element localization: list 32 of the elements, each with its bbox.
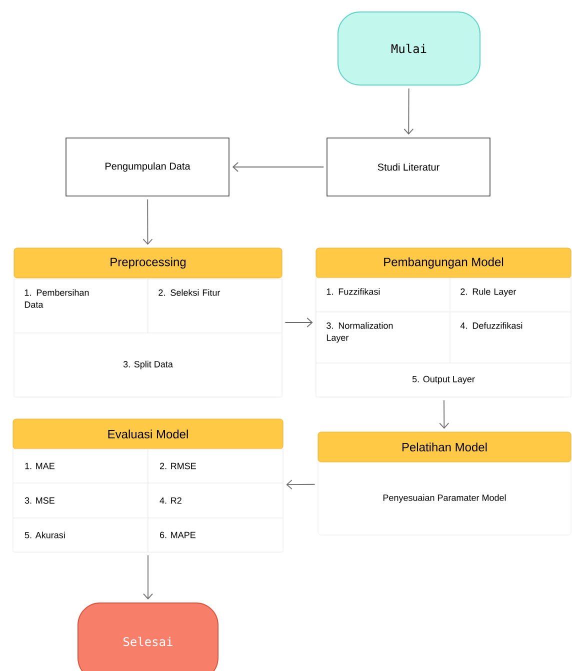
section-header: Pembangungan Model xyxy=(384,257,504,269)
start-terminal: Mulai xyxy=(338,12,480,86)
arrow xyxy=(404,88,414,135)
list-cell: 2. Seleksi Fitur xyxy=(148,278,282,334)
list-cell: 6. MAPE xyxy=(148,518,284,552)
arrow xyxy=(284,318,313,328)
arrow xyxy=(143,554,153,600)
arrow xyxy=(439,400,450,429)
list-cell: 4. R2 xyxy=(148,482,284,518)
list-cell: 3. Normalization Layer xyxy=(316,312,450,364)
list-cell: 2. Rule Layer xyxy=(450,278,572,312)
arrow xyxy=(286,480,316,490)
section-panel xyxy=(318,432,572,536)
process-box: Studi Literatur xyxy=(326,138,490,196)
list-cell: 2. RMSE xyxy=(148,448,284,484)
list-cell: 1. Pembersihan Data xyxy=(14,278,148,334)
arrow xyxy=(142,198,153,245)
section-header: Preprocessing xyxy=(110,257,186,269)
process-box: Pengumpulan Data xyxy=(66,138,230,196)
body-text: Penyesuaian Paramater Model xyxy=(383,494,506,503)
list-cell: 4. Defuzzifikasi xyxy=(450,312,572,364)
node-label: 2. Rule Layer xyxy=(460,288,516,297)
section-header: Evaluasi Model xyxy=(108,430,188,438)
node-label: 4. Defuzzifikasi xyxy=(460,322,522,329)
list-cell: 5. Akurasi xyxy=(12,518,148,552)
arrow xyxy=(232,162,324,172)
section-header: Pelatihan Model xyxy=(402,442,487,452)
list-cell: 5. Output Layer xyxy=(316,362,572,398)
list-cell: 1. MAE xyxy=(12,448,148,484)
list-cell: 1. Fuzzifikasi xyxy=(316,278,450,312)
list-cell: 3. MSE xyxy=(12,482,148,518)
end-terminal: Selesai xyxy=(78,602,218,671)
